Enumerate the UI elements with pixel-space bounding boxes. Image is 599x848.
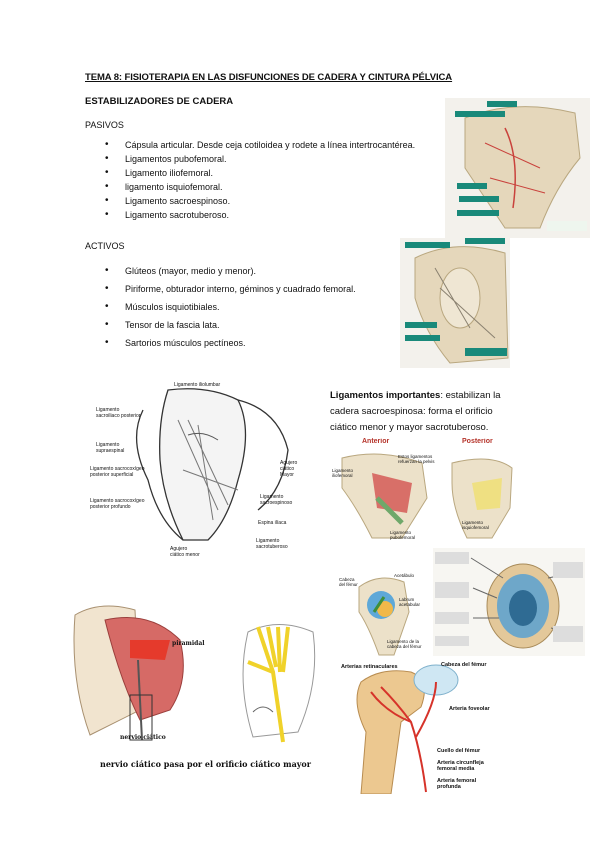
list-item: Músculos isquiotibiales. [105,301,356,312]
list-item: Tensor de la fascia lata. [105,319,356,330]
label-cuello: Cuello del fémur [437,748,481,754]
label-lig-sacroespinoso: Ligamento sacroespinoso [260,494,293,506]
label-lig-sacrotuberoso: Ligamento sacrotuberoso [256,538,288,550]
label-estos: Estos ligamentos refuerzan la pelvis [398,454,435,464]
note-text: : estabilizan la cadera sacroespinosa: f… [330,390,501,433]
list-item: Glúteos (mayor, medio y menor). [105,265,356,276]
label-labrum: Labrum acetabular [399,597,421,607]
activos-heading: ACTIVOS [85,241,125,251]
label-agujero-mayor: Agujero ciático Mayor [280,460,298,478]
label-anterior: Anterior [362,438,390,445]
pelvis-posterior-image [400,238,510,368]
note-bold: Ligamentos importantes [330,390,441,401]
label-cabeza: Cabeza del fémur [339,577,358,587]
label-espina-iliaca: Espina ilíaca [258,520,287,526]
activos-list: Glúteos (mayor, medio y menor). Piriform… [105,265,356,356]
label-lig-sacrocoxigeo-sup: Ligamento sacrocoxígeo posterior superfi… [90,466,145,478]
section-heading: ESTABILIZADORES DE CADERA [85,96,234,107]
label-agujero-menor: Agujero ciático menor [170,546,200,558]
page-title: TEMA 8: FISIOTERAPIA EN LAS DISFUNCIONES… [85,72,453,83]
posterior-ligaments-diagram: Ligamento iliolumbar Ligamento sacroilia… [88,380,306,570]
label-posterior: Posterior [462,438,493,445]
list-item: Ligamento iliofemoral. [105,167,415,178]
list-item: Cápsula articular. Desde ceja cotiloidea… [105,139,415,150]
label-piramidal: piramidal [172,640,205,647]
label-nervio: nervio ciático [120,734,166,741]
label-lig-cabeza: Ligamento de la cabeza del fémur [387,639,422,649]
label-foveolar: Arteria foveolar [449,706,490,712]
list-item: Ligamento sacrotuberoso. [105,209,415,220]
list-item: Ligamentos pubofemoral. [105,153,415,164]
label-lig-sacrocoxigeo-prof: Ligamento sacrocoxígeo posterior profund… [90,498,145,510]
femoral-arteries-image: Arterias retinaculares Cabeza del fémur … [341,662,511,794]
label-lig-supraespinal: Ligamento supraespinal [96,442,125,454]
label-lig-sacroiliaco: Ligamento sacroiliaco posterior [96,407,141,419]
sciatic-nerve-image [228,612,326,747]
acetabulum-panel-image [433,548,585,656]
list-item: Sartorios músculos pectíneos. [105,337,356,348]
pelvis-anterior-image [445,98,590,238]
label-isquiofemoral: Ligamento isquiofemoral [462,520,489,530]
piriformis-image: piramidal nervio ciático [60,600,210,745]
ligaments-note: Ligamentos importantes: estabilizan la c… [330,388,505,436]
label-circunfleja: Arteria circunfleja femoral media [437,760,484,772]
label-iliofemoral: Ligamento iliofemoral [332,468,354,478]
figure-caption: nervio ciático pasa por el orificio ciát… [100,759,311,769]
list-item: Ligamento sacroespinoso. [105,195,415,206]
hip-ligaments-image: Anterior Posterior Estos ligamentos refu… [332,438,518,548]
list-item: Piriforme, obturador interno, géminos y … [105,283,356,294]
label-acetabulo: Acetábulo [394,573,415,578]
list-item: ligamento isquiofemoral. [105,181,415,192]
femur-acetabulum-image: Cabeza del fémur Acetábulo Labrum acetab… [339,567,429,657]
label-cabeza-femur: Cabeza del fémur [441,662,487,668]
pasivos-heading: PASIVOS [85,120,124,130]
label-retinaculares: Arterias retinaculares [341,664,398,670]
pasivos-list: Cápsula articular. Desde ceja cotiloidea… [105,139,415,224]
label-lig-iliolumbar: Ligamento iliolumbar [174,382,221,388]
label-pubofemoral: Ligamento pubofemoral [390,530,416,540]
label-profunda: Arteria femoral profunda [437,778,477,790]
